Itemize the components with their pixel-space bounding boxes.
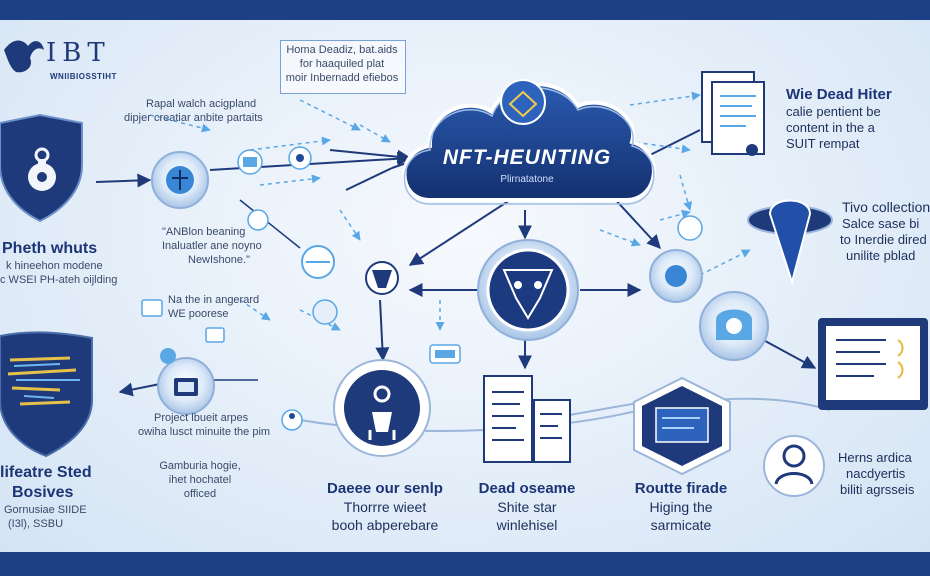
right-panel-line: to Inerdie dired <box>840 232 927 247</box>
note-line: Gamburia hogie, <box>159 460 241 472</box>
person-badge-icon <box>333 359 431 457</box>
dashed-arrows <box>149 91 751 331</box>
left-panel-line: c WSEI PH-ateh oijlding <box>0 274 118 286</box>
connector-lines <box>95 129 817 397</box>
bottom-caption-title: Daeee our senlp <box>327 480 443 497</box>
note-line: "ANBlon beaning <box>162 226 246 238</box>
bottom-caption-title: Dead oseame <box>478 480 576 497</box>
document-pages-icon <box>483 375 571 463</box>
right-panel-line: calie pentient be <box>786 104 881 119</box>
location-pin-icon <box>747 199 833 286</box>
bottom-caption-line: booh abperebare <box>331 517 439 533</box>
document-panel-icon <box>818 318 928 410</box>
document-stack-icon <box>701 71 765 156</box>
right-panel-title: Wie Dead Hiter <box>786 86 892 103</box>
note-line: ihet hochatel <box>168 474 232 486</box>
brand-title: IBT <box>46 38 111 68</box>
bottom-caption-line: Higing the <box>649 499 713 515</box>
bottom-caption-line: Thorrre wieet <box>343 499 427 515</box>
bottom-caption-title: Routte firade <box>634 480 728 497</box>
left-panel-title: Bosives <box>12 484 74 501</box>
callout-line: Homa Deadiz, bat.aids <box>286 44 398 56</box>
right-nodes <box>649 215 769 361</box>
hexagon-screen-icon <box>633 376 731 476</box>
node-circles <box>141 146 461 431</box>
left-panel-line: (I3l), SSBU <box>8 518 64 530</box>
callout-box <box>280 40 406 94</box>
bottom-caption-line: winlehisel <box>496 517 558 533</box>
right-panel-line: content in the a <box>786 120 875 135</box>
right-panel-line: biliti agrsseis <box>840 482 915 497</box>
right-panel-line: nacdyertis <box>846 466 906 481</box>
left-panel-line: Gornusiae SIIDE <box>4 504 87 516</box>
note-line: dipjer creatiar anbite partaits <box>124 112 263 124</box>
left-panel-title: lifeatre Sted <box>0 464 92 481</box>
note-line: NewIshone." <box>188 254 250 266</box>
note-line: owiha lusct minuite the pim <box>138 426 271 438</box>
note-line: officed <box>183 488 217 500</box>
top-frame-bar <box>0 0 930 20</box>
right-panel-line: SUIT rempat <box>786 136 860 151</box>
shield-icon <box>0 331 93 458</box>
note-line: Rapal walch acigpland <box>146 98 257 110</box>
bottom-frame-bar <box>0 552 930 576</box>
note-line: Inaluatler ane noyno <box>162 240 262 252</box>
cloud-platform-icon <box>402 79 656 205</box>
callout-line: moir Inbernadd efiebos <box>285 72 399 84</box>
right-panel-line: Herns ardica <box>838 450 912 465</box>
user-avatar-icon <box>763 435 825 497</box>
bottom-caption-line: sarmicate <box>650 517 712 533</box>
note-line: Na the in angerard <box>168 294 260 306</box>
callout-line: for haaquiled plat <box>299 58 385 70</box>
right-panel-line: unilite pblad <box>846 248 916 263</box>
cloud-subtitle: Plirnatatone <box>500 174 554 185</box>
left-panel-title: Pheth whuts <box>2 240 98 257</box>
cloud-title: NFT-HEUNTING <box>442 146 612 169</box>
brand-subtitle: WNIIBIOSSTIHT <box>50 72 117 81</box>
logo-mark <box>4 40 44 73</box>
central-hub-node <box>477 239 579 341</box>
note-line: Project lbueit arpes <box>154 412 249 424</box>
shield-icon <box>0 113 83 223</box>
left-panel-line: k hineehon modene <box>6 260 103 272</box>
right-panel-line: Tivo collection <box>842 199 930 215</box>
bottom-caption-line: Shite star <box>497 499 557 515</box>
note-line: WE poorese <box>168 308 229 320</box>
right-panel-line: Salce sase bi <box>842 216 920 231</box>
